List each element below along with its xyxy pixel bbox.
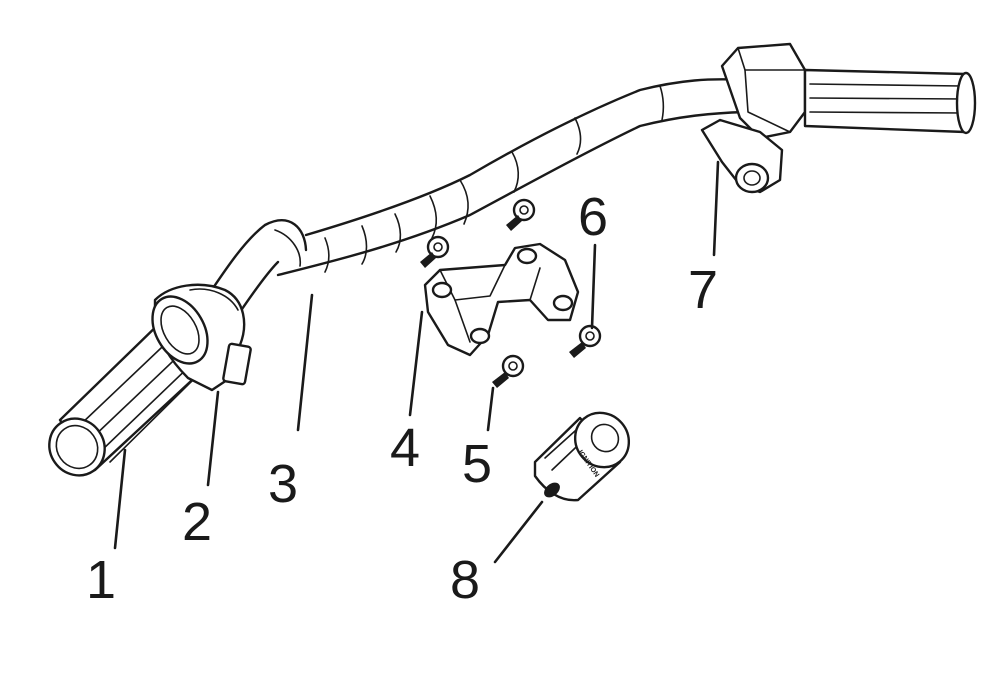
handlebar-clamp	[423, 242, 580, 357]
callout-4: 4	[390, 418, 420, 478]
callout-8: 8	[450, 550, 480, 610]
callout-6: 6	[578, 187, 608, 247]
callout-2: 2	[182, 492, 212, 552]
callout-5: 5	[462, 434, 492, 494]
callout-3: 3	[268, 454, 298, 514]
clamp-bolt-5c	[492, 354, 525, 388]
handlebar	[203, 78, 747, 314]
callout-numbers: 1 2 3 4 5 6 7 8	[86, 187, 718, 610]
throttle-housing	[151, 283, 252, 392]
callout-7: 7	[688, 260, 718, 320]
right-grip	[803, 68, 977, 135]
clamp-bolt-5b	[506, 198, 536, 231]
clamp-bolt-6	[569, 324, 602, 358]
clamp-bolt-5	[420, 235, 450, 268]
ignition-switch: IGNITION	[533, 411, 631, 502]
right-switch-housing	[700, 42, 807, 194]
callout-1: 1	[86, 550, 116, 610]
leader-lines	[113, 160, 720, 564]
